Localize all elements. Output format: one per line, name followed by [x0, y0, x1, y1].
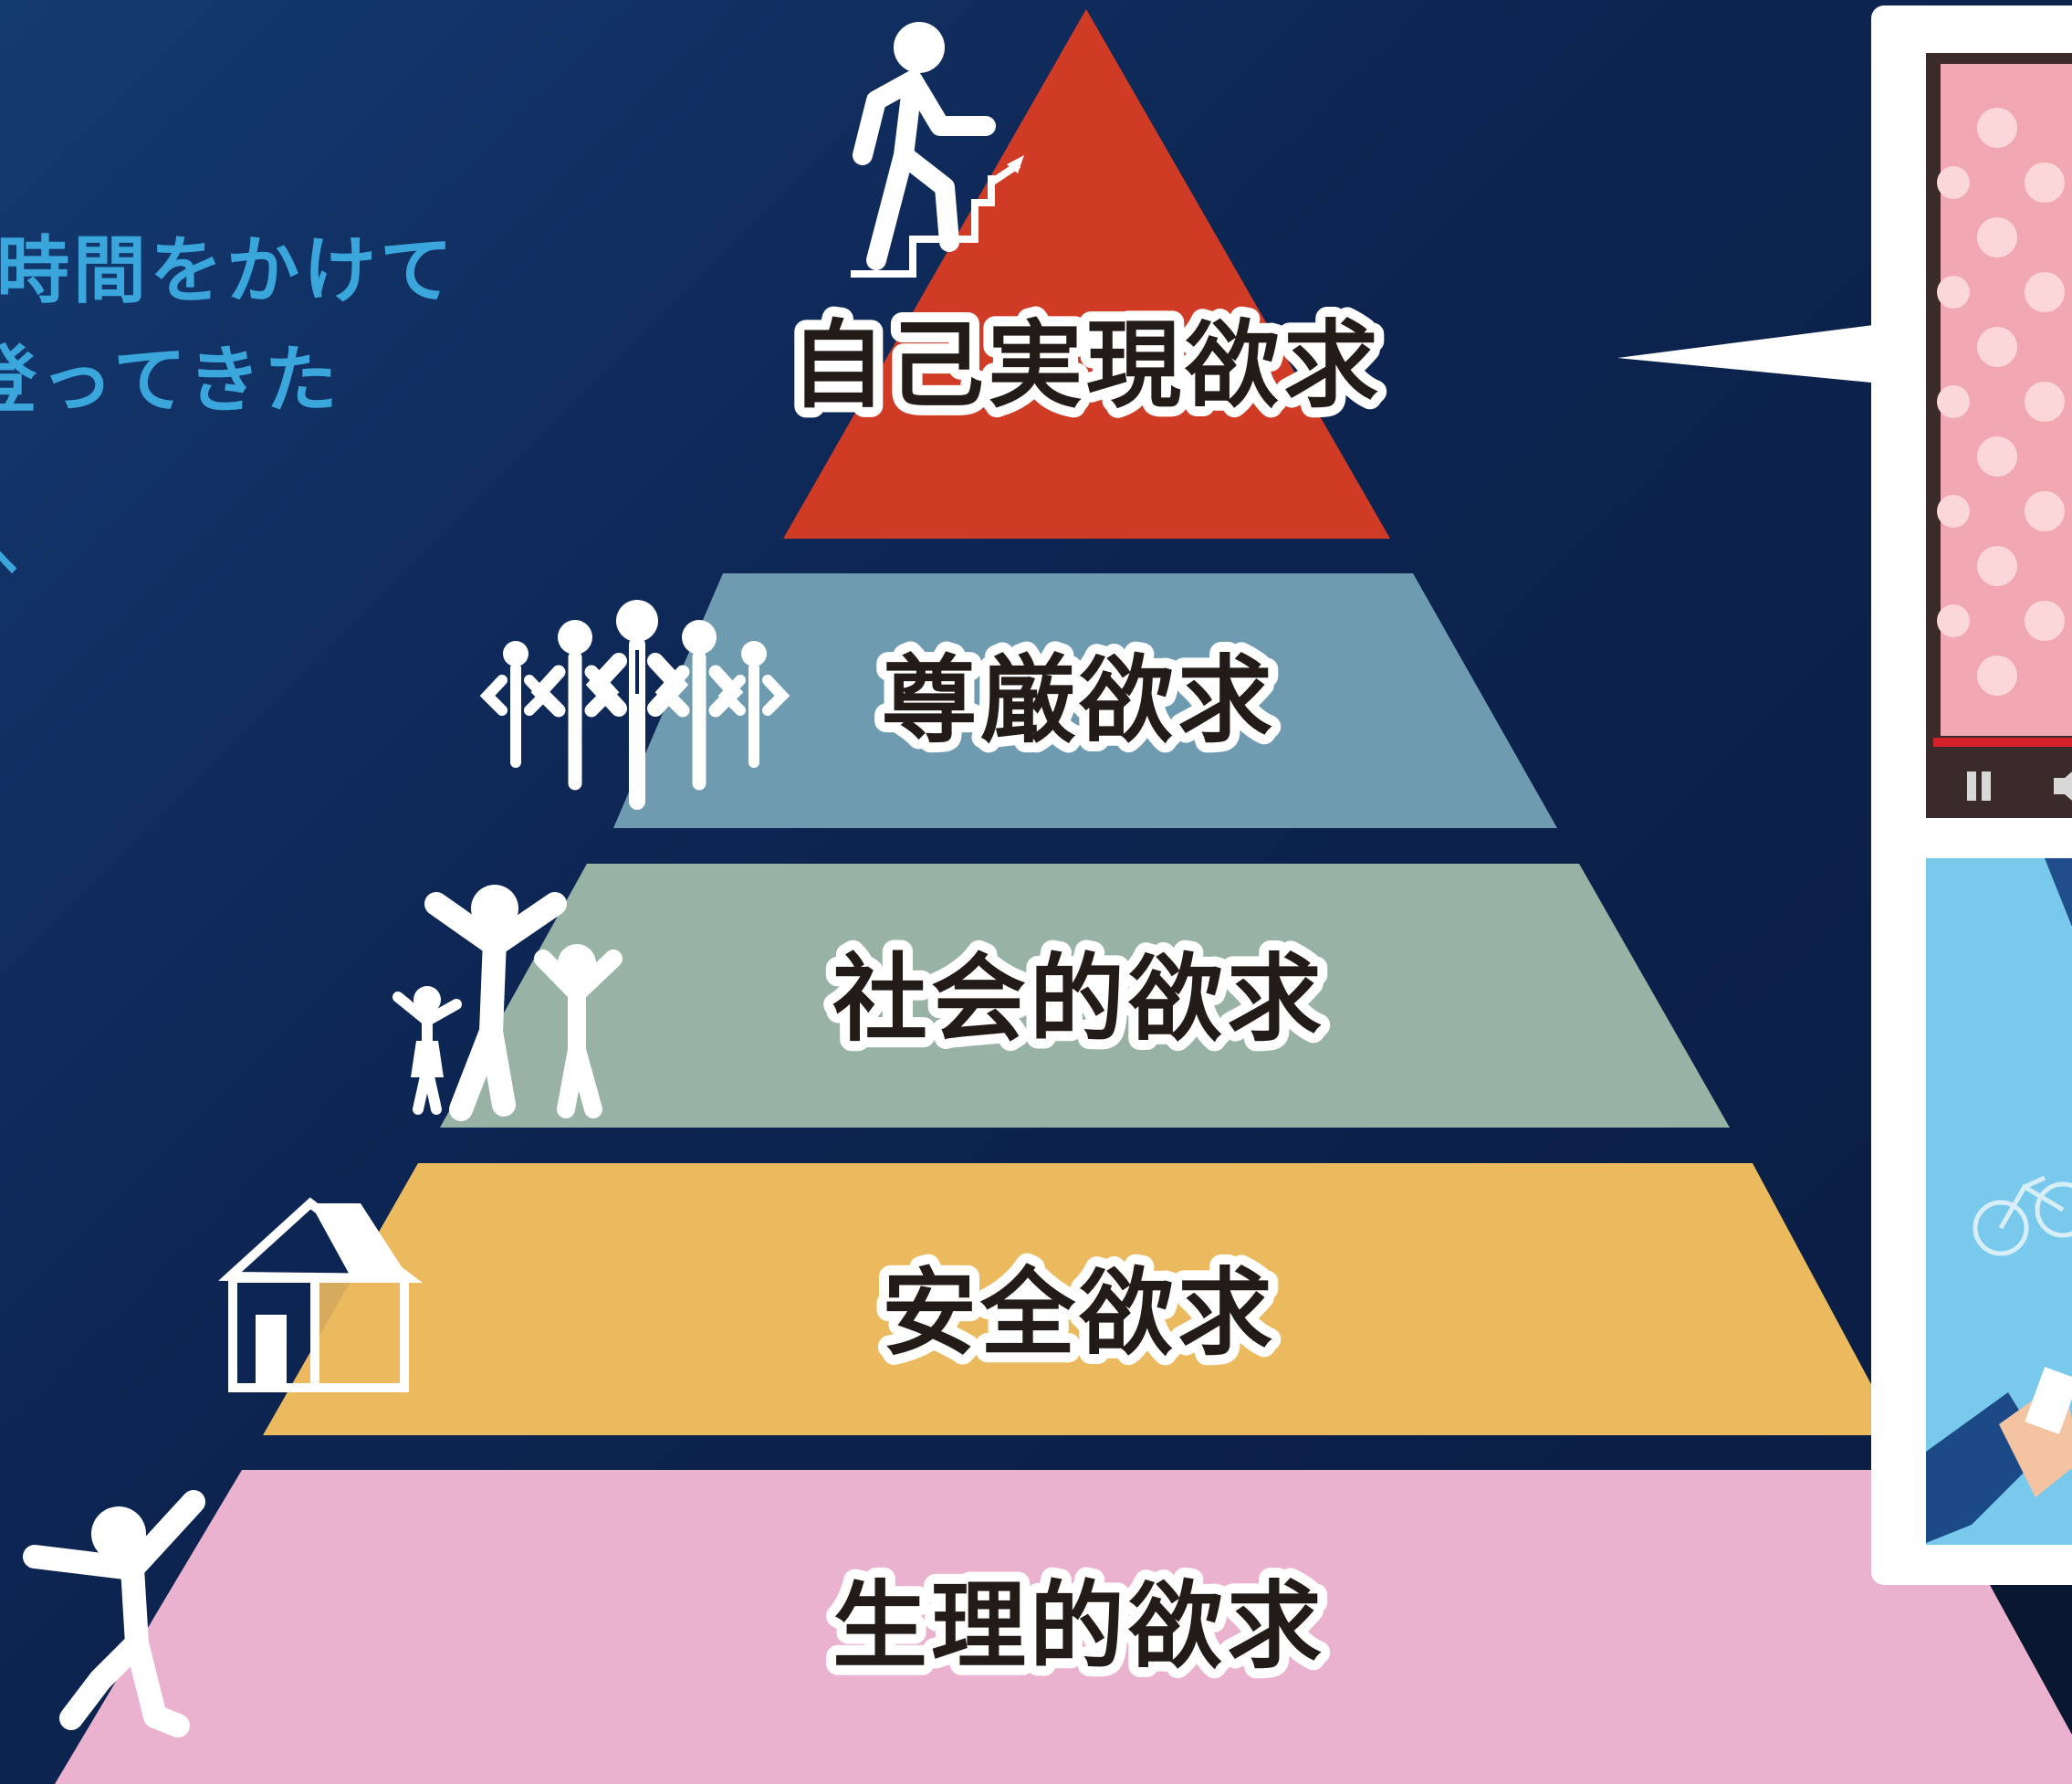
video-panel — [1926, 53, 2072, 818]
bicycle-icon — [1973, 1175, 2072, 1256]
pause-icon[interactable] — [1967, 771, 1991, 801]
video-progress-bar[interactable] — [1933, 738, 2072, 747]
handshake-icon — [1926, 1367, 2072, 1543]
tier-physiological — [55, 1470, 2072, 1784]
business-team-icon — [479, 600, 790, 810]
tier-social — [440, 864, 1730, 1128]
tier-label-esteem: 尊厳欲求 — [882, 645, 1276, 756]
jumping-person-icon — [23, 1490, 205, 1737]
caption-line-3: へ — [0, 511, 22, 591]
tier-label-self-actualization: 自己実現欲求 — [790, 310, 1382, 421]
tier-esteem — [613, 573, 1557, 828]
callout-pointer — [1617, 324, 1880, 383]
house-icon — [218, 1197, 424, 1392]
tier-self-actualization — [783, 9, 1390, 539]
tier-label-physiological: 生理的欲求 — [832, 1570, 1325, 1682]
climbing-stairs-person-icon — [851, 22, 1024, 278]
tier-label-safety: 安全欲求 — [882, 1257, 1276, 1369]
volume-icon[interactable] — [2054, 767, 2072, 805]
bottom-right-dark-edge — [1990, 1585, 2072, 1735]
tier-label-social: 社会的欲求 — [832, 943, 1325, 1055]
caption-line-2: 登ってきた — [0, 338, 341, 423]
caption-line-1: 時間をかけて — [0, 228, 456, 313]
polka-dot-pattern — [1937, 108, 2065, 696]
illustration-panel — [1926, 858, 2072, 1545]
tier-safety — [263, 1163, 1899, 1435]
family-cheering-icon — [392, 885, 623, 1121]
